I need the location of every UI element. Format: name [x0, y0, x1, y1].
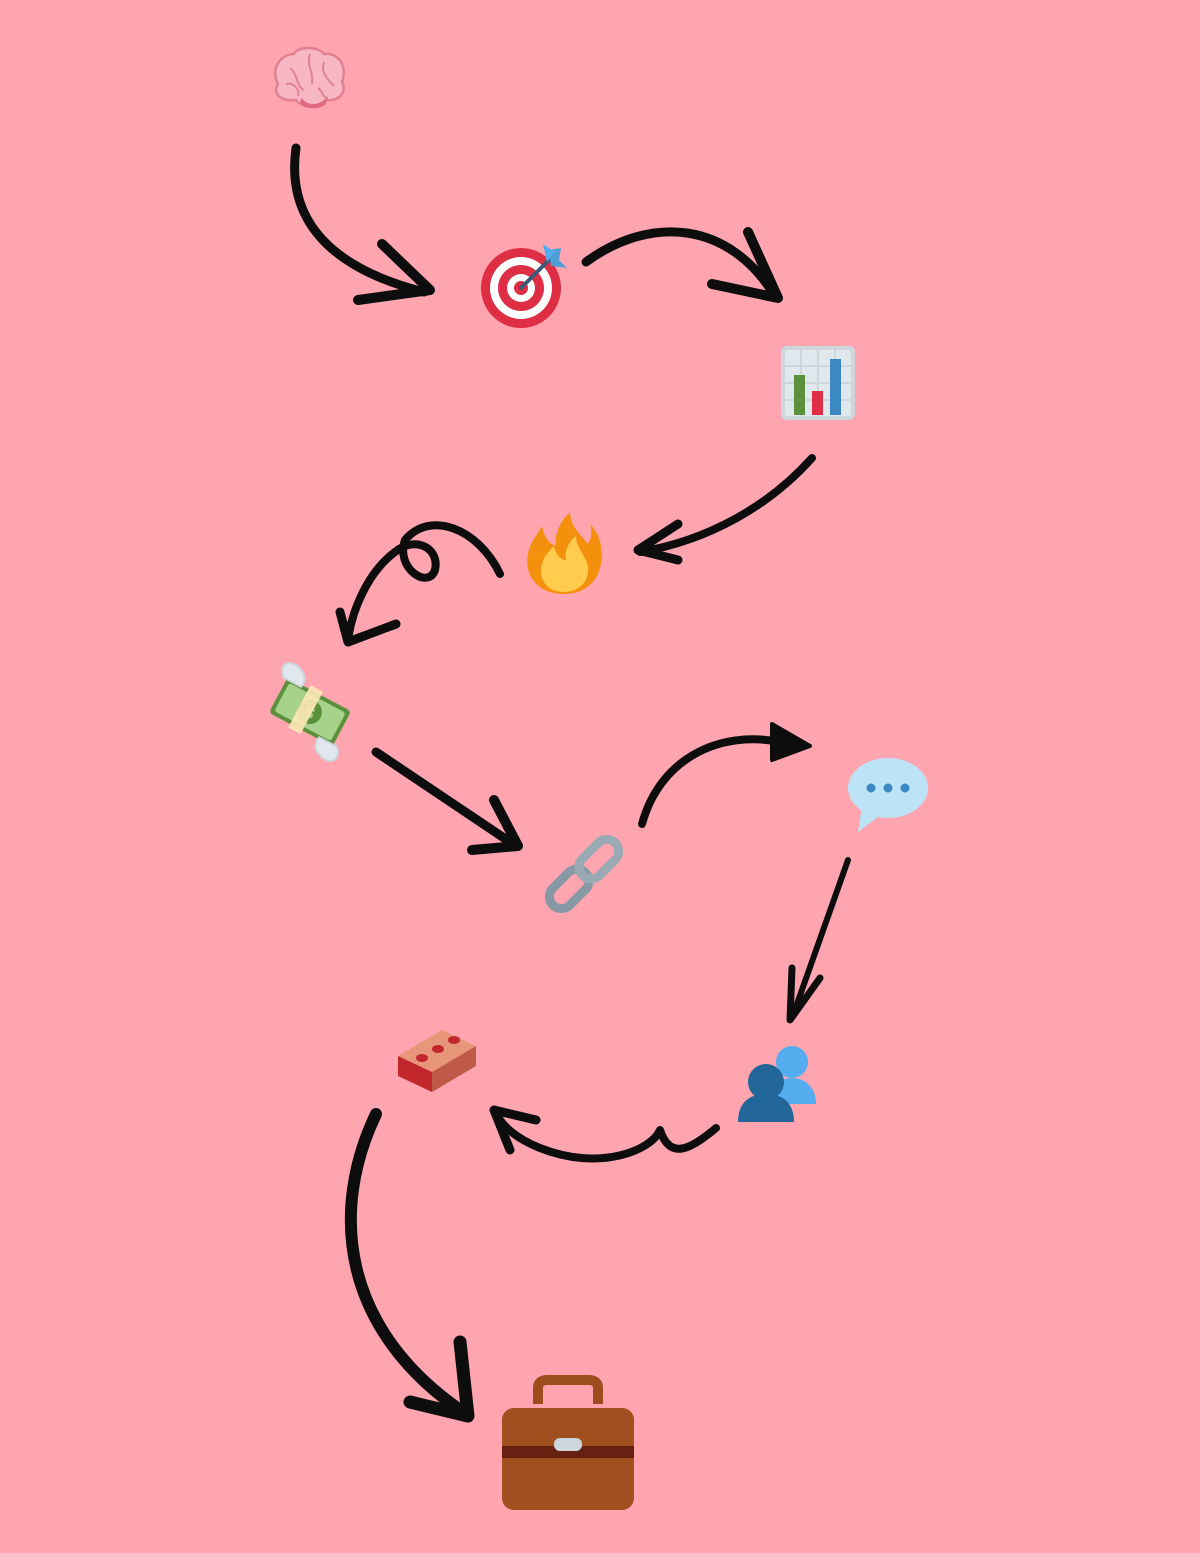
money-with-wings-icon: $: [270, 662, 350, 762]
briefcase-icon: [502, 1375, 634, 1510]
arrow-chart-to-fire: [633, 454, 816, 565]
arrow-fire-to-money: [335, 521, 504, 647]
link-chain-icon: [544, 834, 624, 914]
brain-icon: [273, 46, 345, 109]
arrow-brain-to-target: [290, 143, 435, 305]
target-dart-icon: [481, 244, 567, 328]
arrow-link-to-speech: [638, 722, 812, 828]
arrow-users-to-brick: [489, 1105, 720, 1163]
arrow-money-to-link: [371, 747, 523, 855]
arrow-speech-to-users: [786, 857, 851, 1024]
arrow-brick-to-briefcase: [344, 1108, 475, 1423]
users-icon: [738, 1046, 816, 1122]
fire-icon: [527, 512, 602, 594]
brick-icon: [398, 1030, 476, 1092]
bar-chart-icon: [781, 346, 855, 420]
speech-bubble-icon: [848, 758, 928, 832]
arrow-target-to-chart: [581, 227, 783, 303]
